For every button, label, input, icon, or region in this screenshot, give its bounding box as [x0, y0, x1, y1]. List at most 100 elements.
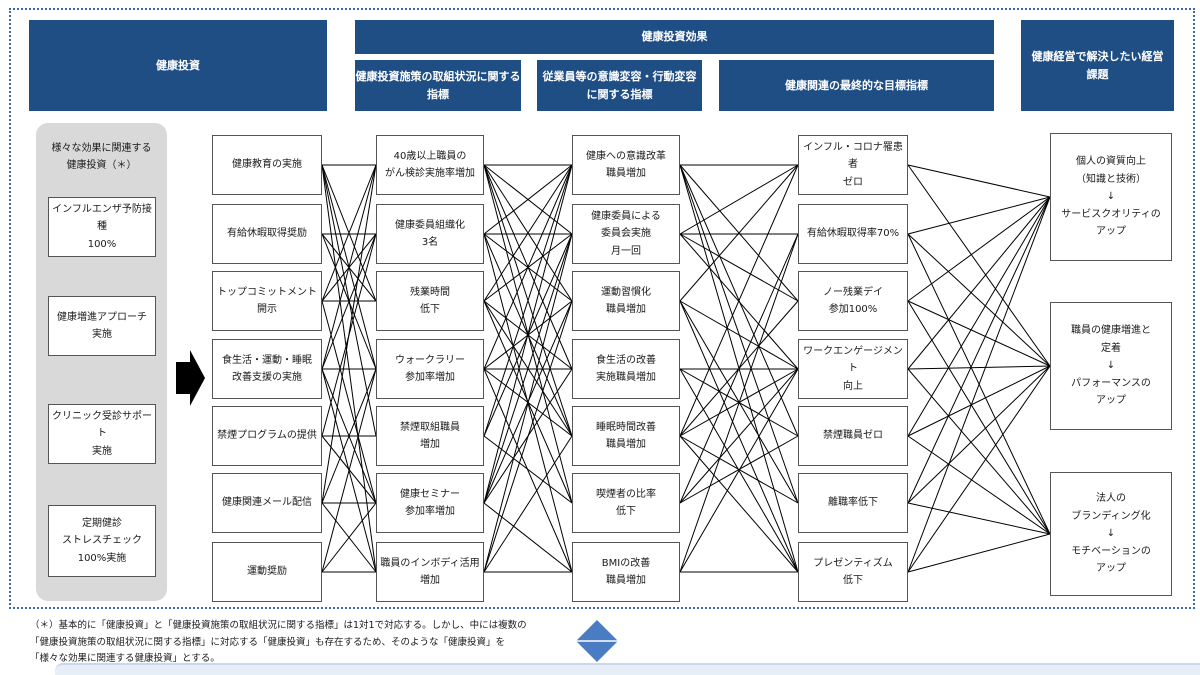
c4-c5-line	[907, 533, 1051, 573]
c2-c3-line	[483, 300, 573, 573]
col2-box-1-label: 40歳以上職員の がん検診実施率増加	[385, 150, 475, 180]
panel-item-2-label: 健康増進アプローチ 実施	[57, 311, 147, 341]
col4-box-2-label: 有給休暇取得率70%	[806, 228, 900, 240]
col3-box-1-label: 健康への意識改革 職員増加	[586, 150, 666, 180]
c3-c4-line	[679, 435, 799, 504]
col1-box-6: 健康関連メール配信	[212, 473, 322, 533]
col1-box-4: 食生活・運動・睡眠 改善支援の実施	[212, 339, 322, 399]
header-kenko-toshi: 健康投資	[29, 20, 327, 111]
col2-box-6-label: 健康セミナー 参加率増加	[400, 488, 460, 518]
panel-item-3: クリニック受診サポート 実施	[48, 404, 156, 464]
col2-box-7-label: 職員のインボディ活用 増加	[380, 557, 480, 587]
col1-box-6-label: 健康関連メール配信	[222, 497, 312, 509]
col5-box-1: 個人の資質向上 （知識と技術） ↓ サービスクオリティの アップ	[1050, 133, 1172, 261]
c4-c5-line	[907, 435, 1051, 535]
c3-c4-line	[679, 300, 799, 370]
bottom-bar	[55, 663, 1200, 675]
c2-c3-line	[483, 164, 573, 235]
c2-c3-line	[483, 164, 573, 302]
col3-box-3: 運動習慣化 職員増加	[572, 271, 680, 331]
c4-c5-line	[907, 365, 1051, 437]
col1-box-2-label: 有給休暇取得奨励	[227, 228, 307, 240]
c4-c5-line	[907, 164, 1051, 198]
c3-c4-line	[679, 164, 799, 437]
c4-c5-line	[907, 233, 1051, 367]
col1-box-1-label: 健康教育の実施	[232, 159, 302, 171]
col2-box-4: ウォークラリー 参加率増加	[376, 339, 484, 399]
c1-c2-line	[321, 164, 377, 302]
c4-c5-line	[907, 164, 1051, 367]
col2-box-2-label: 健康委員組織化 3名	[395, 219, 465, 249]
col3-box-5-label: 睡眠時間改善 職員増加	[596, 421, 656, 451]
c4-c5-line	[907, 196, 1051, 437]
c3-c4-line	[679, 164, 799, 302]
c3-c4-line	[679, 368, 799, 504]
col4-box-4: ワークエンゲージメント 向上	[798, 339, 908, 399]
col3-box-1: 健康への意識改革 職員増加	[572, 135, 680, 195]
col3-box-2: 健康委員による 委員会実施 月一回	[572, 204, 680, 264]
c1-c2-line	[321, 368, 377, 573]
header-col5: 健康経営で解決したい経営 課題	[1021, 20, 1174, 111]
col5-box-1-label: 個人の資質向上 （知識と技術） ↓ サービスクオリティの アップ	[1061, 156, 1161, 238]
panel-item-4: 定期健診 ストレスチェック 100%実施	[48, 505, 156, 577]
c4-c5-line	[907, 502, 1051, 535]
col3-box-6: 喫煙者の比率 低下	[572, 473, 680, 533]
col5-box-2: 職員の健康増進と 定着 ↓ パフォーマンスの アップ	[1050, 302, 1172, 430]
diagram-frame	[9, 8, 1195, 609]
c4-c5-line	[907, 196, 1051, 370]
col5-box-3: 法人の ブランディング化 ↓ モチベーションの アップ	[1050, 472, 1172, 596]
c4-c5-line	[907, 300, 1051, 367]
col3-box-5: 睡眠時間改善 職員増加	[572, 406, 680, 466]
c3-c4-line	[679, 164, 799, 235]
header-kenko-toshi-kouka: 健康投資効果	[355, 20, 994, 54]
panel-item-1-label: インフルエンザ予防接種 100%	[52, 203, 152, 250]
c3-c4-line	[679, 233, 799, 573]
col3-box-4-label: 食生活の改善 実施職員増加	[596, 354, 656, 384]
col2-box-3: 残業時間 低下	[376, 271, 484, 331]
c2-c3-line	[483, 502, 573, 573]
c3-c4-line	[679, 368, 799, 573]
col1-box-3: トップコミットメント 開示	[212, 271, 322, 331]
panel-item-1: インフルエンザ予防接種 100%	[48, 197, 156, 257]
c4-c5-line	[907, 196, 1051, 504]
col4-box-6-label: 離職率低下	[828, 497, 878, 509]
c3-c4-line	[679, 164, 799, 504]
col1-box-2: 有給休暇取得奨励	[212, 204, 322, 264]
c3-c4-line	[679, 435, 799, 573]
col2-box-5: 禁煙取組職員 増加	[376, 406, 484, 466]
col1-box-7: 運動奨励	[212, 542, 322, 602]
c3-c4-line	[679, 233, 799, 302]
col1-box-4-label: 食生活・運動・睡眠 改善支援の実施	[222, 354, 312, 384]
col2-box-6: 健康セミナー 参加率増加	[376, 473, 484, 533]
col3-box-6-label: 喫煙者の比率 低下	[596, 488, 656, 518]
col4-box-6: 離職率低下	[798, 473, 908, 533]
col4-box-1-label: インフル・コロナ罹患者 ゼロ	[803, 141, 903, 188]
c4-c5-line	[907, 196, 1051, 302]
col3-box-7: BMIの改善 職員増加	[572, 542, 680, 602]
col3-box-7-label: BMIの改善 職員増加	[601, 557, 651, 587]
c4-c5-line	[907, 365, 1051, 573]
col1-box-7-label: 運動奨励	[247, 566, 287, 578]
c2-c3-line	[483, 164, 573, 370]
c4-c5-line	[907, 365, 1051, 370]
col3-box-4: 食生活の改善 実施職員増加	[572, 339, 680, 399]
panel-title: 様々な効果に関連する 健康投資（＊）	[51, 143, 152, 171]
col1-box-3-label: トップコミットメント 開示	[217, 286, 317, 316]
c4-c5-line	[907, 196, 1051, 235]
col1-box-5-label: 禁煙プログラムの提供	[217, 430, 317, 442]
col2-box-7: 職員のインボディ活用 増加	[376, 542, 484, 602]
col1-box-5: 禁煙プログラムの提供	[212, 406, 322, 466]
col2-box-4-label: ウォークラリー 参加率増加	[395, 354, 465, 384]
col4-box-2: 有給休暇取得率70%	[798, 204, 908, 264]
col2-box-2: 健康委員組織化 3名	[376, 204, 484, 264]
c2-c3-line	[483, 164, 573, 437]
col2-box-5-label: 禁煙取組職員 増加	[400, 421, 460, 451]
col4-box-5-label: 禁煙職員ゼロ	[823, 430, 883, 442]
col2-box-1: 40歳以上職員の がん検診実施率増加	[376, 135, 484, 195]
col4-box-3-label: ノー残業デイ 参加100%	[823, 286, 883, 316]
col1-box-1: 健康教育の実施	[212, 135, 322, 195]
panel-item-3-label: クリニック受診サポート 実施	[52, 410, 152, 457]
col5-box-3-label: 法人の ブランディング化 ↓ モチベーションの アップ	[1071, 493, 1151, 575]
c3-c4-line	[679, 233, 799, 504]
